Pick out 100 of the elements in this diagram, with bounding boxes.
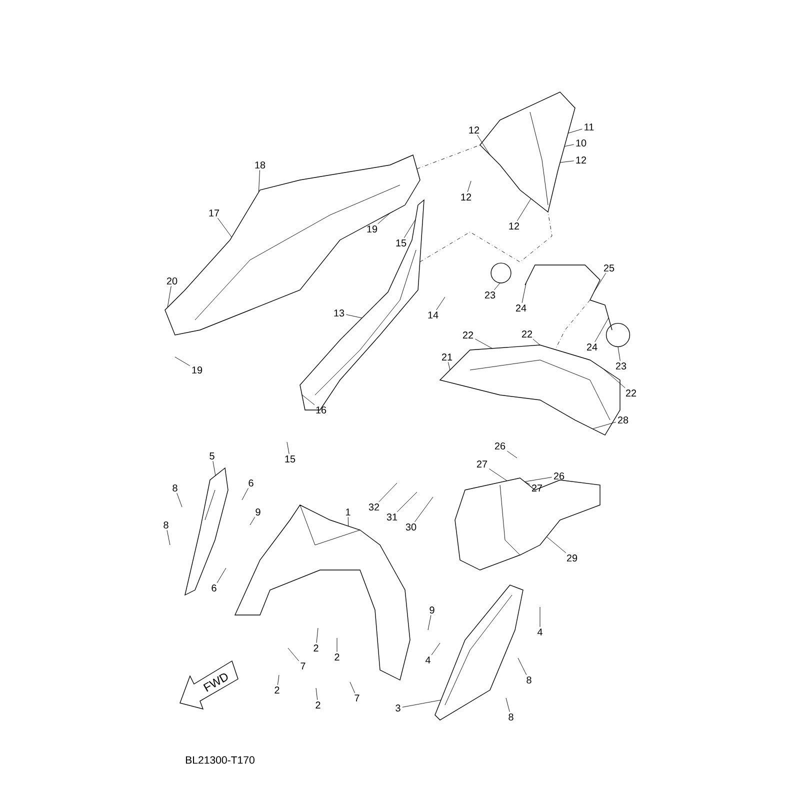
side-panel-drawing	[434, 584, 524, 720]
callout-number: 30	[406, 524, 416, 531]
leader-line	[242, 488, 248, 500]
callout-number: 28	[618, 416, 628, 424]
callout-number: 31	[386, 514, 398, 521]
leader-line	[277, 674, 280, 686]
leader-line	[428, 614, 432, 630]
leader-line	[506, 450, 518, 458]
callout-number: 24	[586, 344, 598, 350]
callout-number: 17	[209, 210, 220, 216]
leader-line	[396, 492, 418, 512]
leader-line	[302, 394, 315, 406]
leader-line	[592, 422, 616, 430]
reflector-drawing	[490, 262, 512, 284]
leader-line	[431, 642, 440, 656]
leader-line	[258, 170, 260, 192]
callout-number: 2	[334, 654, 340, 660]
mud-flap-drawing	[454, 478, 600, 570]
leader-line	[532, 338, 540, 346]
callout-number: 11	[584, 124, 594, 130]
leader-line	[524, 476, 552, 482]
bracket-drawing	[480, 92, 576, 213]
callout-number: 5	[210, 452, 214, 460]
leader-line	[212, 460, 216, 476]
leader-line	[477, 134, 490, 156]
leader-line	[316, 628, 318, 644]
leader-line	[348, 516, 349, 526]
callout-number: 14	[428, 312, 438, 318]
assembly-line	[416, 144, 480, 170]
callout-number: 22	[626, 390, 636, 396]
callout-number: 32	[368, 504, 380, 511]
callout-number: 25	[604, 264, 614, 272]
leader-line	[346, 314, 362, 318]
callout-number: 19	[367, 225, 378, 233]
callout-number: 4	[537, 628, 542, 636]
callout-number: 15	[396, 240, 406, 246]
leader-line	[414, 496, 434, 522]
leader-line	[436, 296, 446, 310]
leader-line	[494, 282, 500, 290]
callout-number: 2	[314, 644, 318, 652]
leader-line	[378, 482, 398, 502]
callout-number: 22	[462, 332, 474, 338]
leader-line	[404, 219, 416, 238]
callout-number: 10	[576, 139, 586, 147]
leader-line	[288, 648, 300, 662]
callout-number: 12	[576, 156, 586, 164]
callout-number: 18	[255, 161, 266, 169]
callout-number: 26	[554, 472, 564, 480]
callout-number: 24	[516, 304, 526, 312]
leader-line	[467, 180, 472, 192]
callout-number: 3	[396, 704, 400, 712]
leader-line	[217, 218, 232, 238]
leader-line	[560, 160, 574, 163]
side-cover-drawing	[164, 154, 420, 336]
callout-number: 26	[494, 442, 506, 450]
callout-number: 8	[526, 676, 532, 684]
leader-line	[166, 530, 170, 546]
leader-line	[524, 481, 530, 485]
callout-number: 7	[354, 694, 360, 702]
callout-number: 15	[285, 456, 296, 462]
leader-line	[167, 286, 172, 308]
callout-number: 12	[509, 222, 520, 230]
leader-line	[174, 356, 190, 366]
callout-number: 12	[461, 194, 472, 200]
callout-number: 23	[484, 291, 496, 299]
callout-number: 6	[248, 480, 254, 487]
callout-number: 8	[164, 522, 168, 529]
callout-number: 8	[172, 484, 178, 492]
leader-line	[594, 318, 609, 342]
leader-line	[546, 536, 566, 554]
leader-line	[250, 516, 256, 526]
callout-number: 27	[476, 460, 488, 468]
leader-line	[488, 468, 508, 482]
leader-line	[176, 492, 182, 508]
leader-line	[402, 700, 442, 708]
assembly-line	[554, 300, 590, 350]
callout-number: 12	[469, 126, 480, 134]
callout-number: 29	[566, 554, 578, 562]
leader-line	[474, 338, 492, 349]
callout-number: 6	[212, 584, 216, 592]
callout-number: 20	[166, 277, 178, 285]
leader-line	[286, 442, 290, 454]
stay-drawing	[524, 264, 612, 330]
leader-line	[564, 144, 574, 147]
leader-line	[336, 638, 338, 652]
leader-line	[594, 272, 606, 293]
leader-line	[378, 212, 391, 224]
leader-line	[506, 698, 510, 712]
leader-line	[602, 368, 626, 388]
leader-line	[516, 198, 532, 222]
callout-number: 4	[425, 656, 430, 664]
callout-number: 9	[256, 508, 260, 516]
callout-number: 9	[430, 606, 434, 614]
leader-line	[316, 688, 318, 700]
callout-number: 21	[442, 354, 452, 360]
callout-number: 16	[316, 406, 326, 414]
callout-number: 23	[616, 362, 626, 370]
leader-line	[448, 362, 450, 370]
leader-line	[350, 682, 356, 694]
assembly-line	[420, 212, 552, 262]
